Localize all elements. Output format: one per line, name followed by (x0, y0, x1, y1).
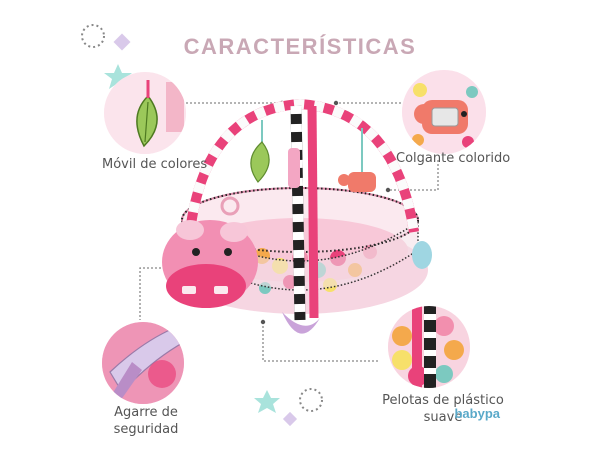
grip-strap-icon (102, 322, 184, 404)
dotted-circle-icon (81, 24, 105, 48)
brand-logo: babypa (454, 406, 500, 421)
feature-image-agarre (102, 322, 184, 404)
connector-agarre (139, 267, 165, 320)
label-movil: Móvil de colores (102, 157, 208, 172)
page-title: CARACTERÍSTICAS (183, 34, 417, 59)
connector-pelotas (262, 322, 380, 362)
elephant-toy-icon (402, 70, 486, 154)
feature-image-colgante (402, 70, 486, 154)
diamond-icon-bottom (282, 411, 298, 427)
label-pelotas-line2: suave (423, 410, 463, 425)
connector-colgante (388, 160, 439, 191)
label-pelotas-line1: Pelotas de plástico (382, 393, 504, 408)
label-agarre-line1: Agarre de (114, 405, 178, 420)
diamond-icon (113, 33, 131, 51)
feature-image-movil (104, 72, 186, 154)
playmat-illustration (162, 98, 432, 334)
star-icon-bottom (254, 390, 280, 413)
label-colgante: Colgante colorido (396, 151, 511, 166)
leaf-toy-icon (104, 72, 186, 154)
balls-icon (388, 306, 470, 388)
label-agarre: Agarre de seguridad (110, 404, 182, 438)
label-pelotas: Pelotas de plástico suave (378, 392, 508, 426)
dotted-circle-icon-bottom (299, 388, 323, 412)
label-agarre-line2: seguridad (113, 422, 179, 437)
feature-image-pelotas (388, 306, 470, 388)
